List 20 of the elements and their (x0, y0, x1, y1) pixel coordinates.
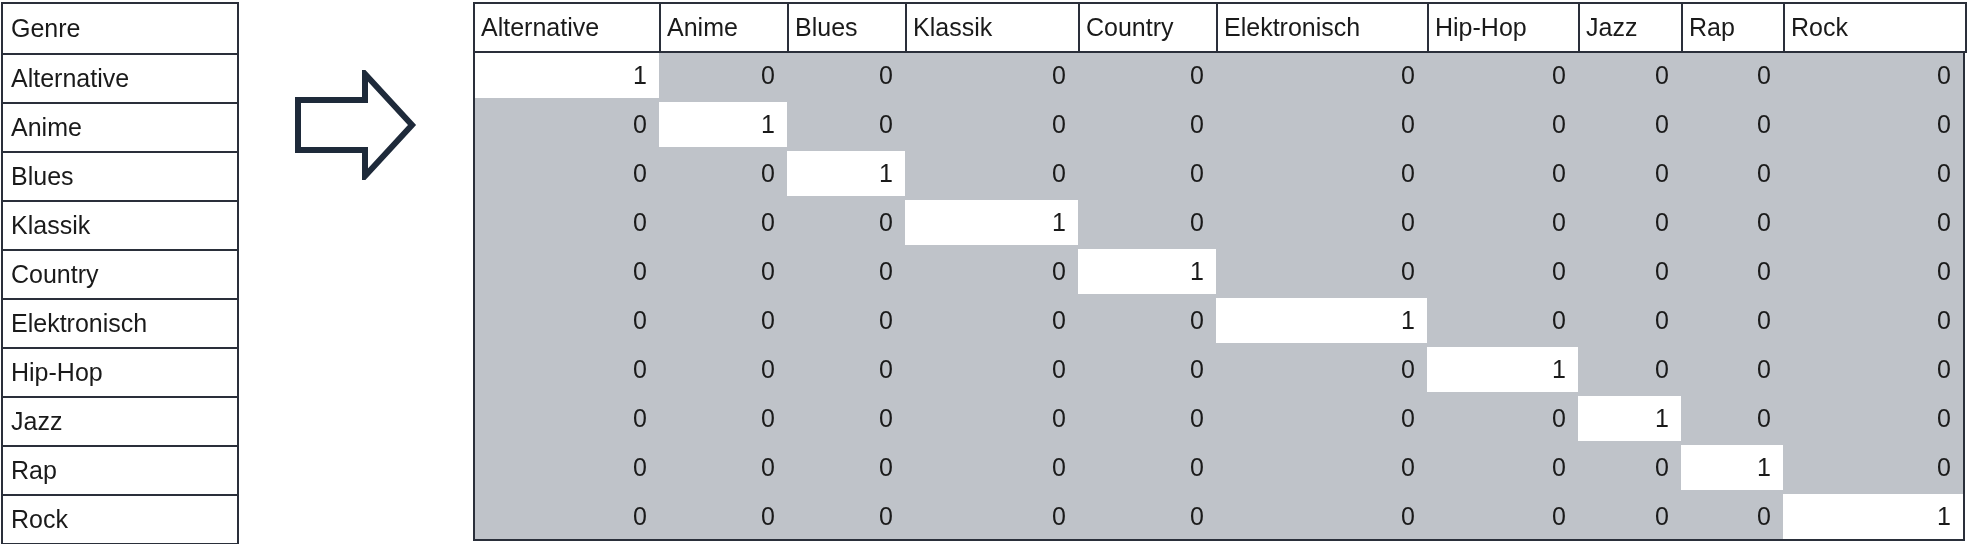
table-cell: 1 (1783, 494, 1963, 539)
table-cell: Klassik (905, 2, 1080, 53)
table-cell: Blues (787, 2, 907, 53)
table-cell: Rap (1681, 2, 1785, 53)
table-cell: Anime (659, 2, 789, 53)
table-cell: 1 (905, 200, 1078, 245)
table-cell: 1 (1427, 347, 1578, 392)
table-cell: Elektronisch (1216, 2, 1429, 53)
table-cell: Country (1078, 2, 1218, 53)
table-cell: 1 (1216, 298, 1427, 343)
table-cell: 1 (1078, 249, 1216, 294)
table-cell: Rock (1783, 2, 1967, 53)
table-cell: 1 (659, 102, 787, 147)
table-cell: 1 (787, 151, 905, 196)
table-cell: 1 (1681, 445, 1783, 490)
table-cell: 1 (475, 53, 659, 98)
table-cell: Alternative (473, 2, 661, 53)
table-cell: Hip-Hop (1427, 2, 1580, 53)
table-cell: Jazz (1578, 2, 1683, 53)
table-cell: 1 (1578, 396, 1681, 441)
